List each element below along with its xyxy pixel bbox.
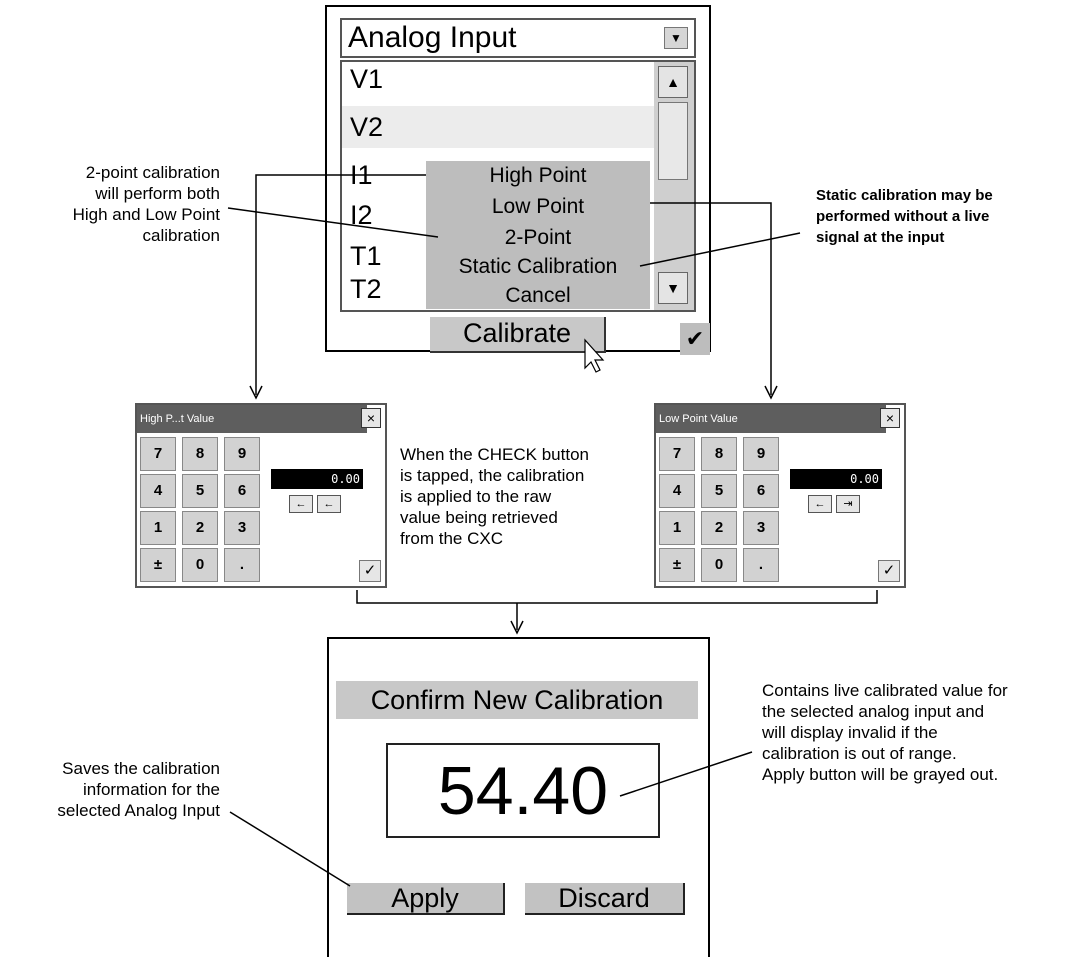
key-8[interactable]: 8 <box>182 437 218 471</box>
check-button-note: When the CHECK button is tapped, the cal… <box>400 445 589 548</box>
checkmark-icon[interactable]: ✔ <box>680 323 710 355</box>
list-item[interactable]: V2 <box>350 112 384 142</box>
list-item[interactable]: I1 <box>350 160 373 190</box>
key-1[interactable]: 1 <box>140 511 176 545</box>
keypad-display: 0.00 <box>271 469 363 489</box>
menu-item-low-point[interactable]: Low Point <box>491 195 585 218</box>
key-0[interactable]: 0 <box>701 548 737 582</box>
key-plus-minus[interactable]: ± <box>659 548 695 582</box>
key-1[interactable]: 1 <box>659 511 695 545</box>
key-9[interactable]: 9 <box>743 437 779 471</box>
menu-item-two-point[interactable]: 2-Point <box>504 226 572 249</box>
key-9[interactable]: 9 <box>224 437 260 471</box>
selected-row-highlight <box>342 106 654 148</box>
key-2[interactable]: 2 <box>701 511 737 545</box>
list-item[interactable]: I2 <box>350 200 373 230</box>
key-3[interactable]: 3 <box>743 511 779 545</box>
list-item[interactable]: T2 <box>350 274 382 304</box>
confirm-title: Confirm New Calibration <box>336 681 698 719</box>
calibration-type-menu: High Point Low Point 2-Point Static Cali… <box>426 161 650 309</box>
check-icon[interactable]: ✓ <box>878 560 900 582</box>
scroll-thumb[interactable] <box>658 102 688 180</box>
key-4[interactable]: 4 <box>659 474 695 508</box>
high-point-keypad-window: High P...t Value × 7 8 9 4 5 6 1 2 3 ± 0… <box>135 403 387 588</box>
two-point-note: 2-point calibration will perform both Hi… <box>72 163 220 245</box>
key-7[interactable]: 7 <box>140 437 176 471</box>
key-8[interactable]: 8 <box>701 437 737 471</box>
close-icon[interactable]: × <box>880 408 900 428</box>
key-plus-minus[interactable]: ± <box>140 548 176 582</box>
keypad-display: 0.00 <box>790 469 882 489</box>
key-4[interactable]: 4 <box>140 474 176 508</box>
saves-calibration-note: Saves the calibration information for th… <box>57 759 220 820</box>
low-point-keypad-window: Low Point Value × 7 8 9 4 5 6 1 2 3 ± 0 … <box>654 403 906 588</box>
key-3[interactable]: 3 <box>224 511 260 545</box>
check-icon[interactable]: ✓ <box>359 560 381 582</box>
list-scrollbar[interactable]: ▲ ▼ <box>654 62 694 310</box>
live-value-note: Contains live calibrated value for the s… <box>762 681 1008 784</box>
menu-item-static-calibration[interactable]: Static Calibration <box>458 255 618 278</box>
calibrate-button[interactable]: Calibrate <box>430 317 606 353</box>
key-decimal[interactable]: . <box>743 548 779 582</box>
clear-icon[interactable]: ← <box>317 495 341 513</box>
apply-button[interactable]: Apply <box>347 883 505 915</box>
end-arrow-icon[interactable]: ⇥ <box>836 495 860 513</box>
key-5[interactable]: 5 <box>701 474 737 508</box>
list-item[interactable]: V1 <box>350 64 384 94</box>
chevron-down-icon[interactable]: ▼ <box>664 27 688 49</box>
analog-input-dropdown[interactable]: Analog Input ▼ <box>340 18 696 58</box>
key-2[interactable]: 2 <box>182 511 218 545</box>
menu-item-high-point[interactable]: High Point <box>489 164 587 187</box>
scroll-down-icon[interactable]: ▼ <box>658 272 688 304</box>
key-5[interactable]: 5 <box>182 474 218 508</box>
backspace-icon[interactable]: ← <box>808 495 832 513</box>
key-6[interactable]: 6 <box>743 474 779 508</box>
keypad-title: High P...t Value <box>137 405 367 433</box>
backspace-icon[interactable]: ← <box>289 495 313 513</box>
menu-item-cancel[interactable]: Cancel <box>505 284 571 307</box>
discard-button[interactable]: Discard <box>525 883 685 915</box>
key-7[interactable]: 7 <box>659 437 695 471</box>
calibrated-value-display: 54.40 <box>386 743 660 838</box>
dropdown-value: Analog Input <box>348 21 517 54</box>
key-0[interactable]: 0 <box>182 548 218 582</box>
key-decimal[interactable]: . <box>224 548 260 582</box>
close-icon[interactable]: × <box>361 408 381 428</box>
static-calibration-note: Static calibration may be performed with… <box>816 187 993 246</box>
key-6[interactable]: 6 <box>224 474 260 508</box>
scroll-up-icon[interactable]: ▲ <box>658 66 688 98</box>
keypad-title: Low Point Value <box>656 405 886 433</box>
list-item[interactable]: T1 <box>350 241 382 271</box>
